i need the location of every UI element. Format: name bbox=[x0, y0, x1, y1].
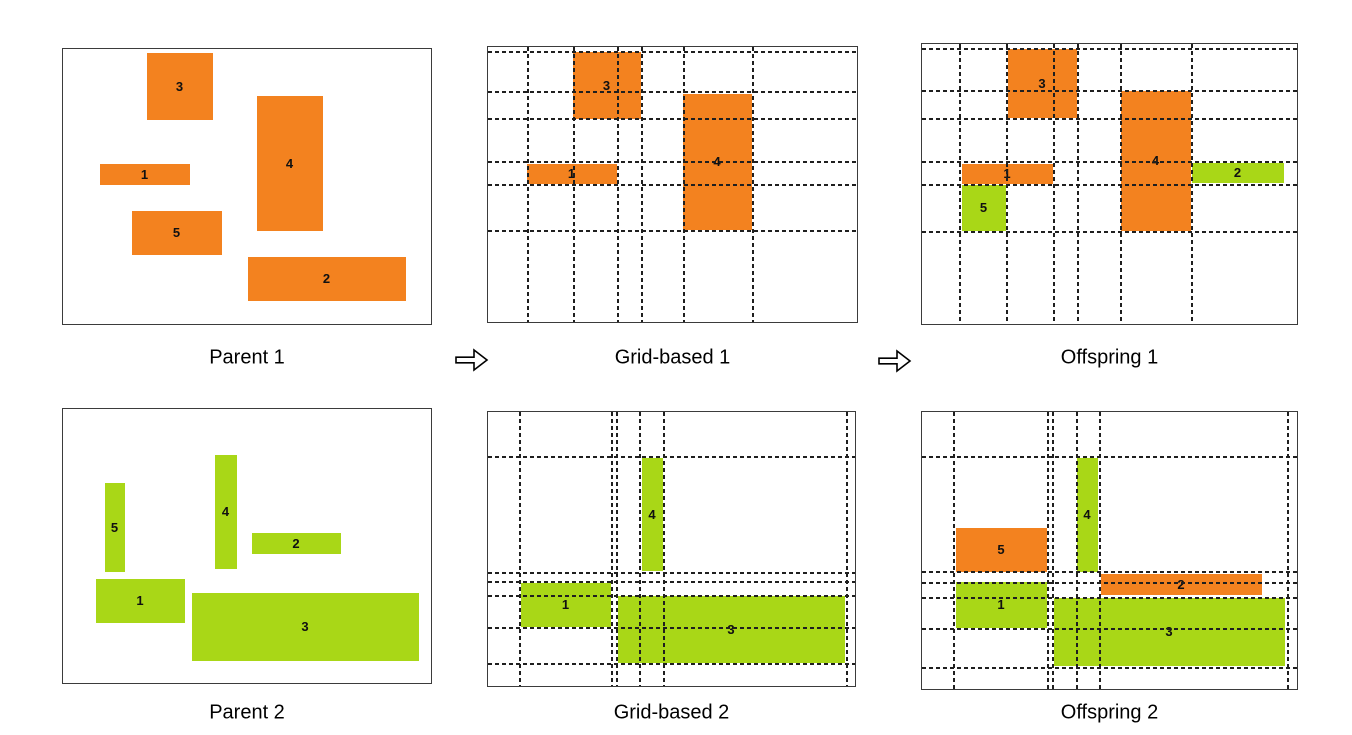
rect-4: 4 bbox=[256, 95, 323, 231]
double-arrow-icon bbox=[878, 349, 912, 373]
rect-1: 1 bbox=[955, 581, 1047, 628]
grid-line-vertical bbox=[638, 412, 641, 686]
grid-line-horizontal bbox=[488, 662, 855, 665]
offspring-2-panel: 5 4 2 1 3 bbox=[921, 411, 1298, 690]
rect-2: 2 bbox=[247, 256, 406, 301]
grid-line-horizontal bbox=[488, 455, 855, 458]
caption-grid-based-1: Grid-based 1 bbox=[614, 346, 731, 369]
rect-1: 1 bbox=[95, 578, 185, 623]
grid-based-1-panel: 341 bbox=[487, 46, 858, 323]
grid-line-vertical bbox=[1051, 412, 1054, 689]
rect-2: 2 bbox=[1100, 573, 1262, 595]
parent-1-panel: 3 4 1 5 2 bbox=[62, 48, 432, 325]
rect-5: 5 bbox=[955, 527, 1047, 572]
grid-line-horizontal bbox=[488, 626, 855, 629]
grid-line-horizontal bbox=[922, 455, 1297, 458]
grid-line-horizontal bbox=[488, 571, 855, 574]
rect-label: 4 bbox=[648, 506, 656, 522]
rect-5: 5 bbox=[104, 482, 125, 572]
parent-2-panel: 5 4 2 1 3 bbox=[62, 408, 432, 684]
grid-line-horizontal bbox=[488, 90, 857, 93]
grid-line-vertical bbox=[952, 412, 955, 689]
grid-line-horizontal bbox=[922, 596, 1297, 599]
grid-line-horizontal bbox=[922, 47, 1297, 50]
rect-3: 3 bbox=[617, 595, 845, 663]
rect-label: 2 bbox=[322, 271, 331, 286]
grid-line-vertical bbox=[610, 412, 613, 686]
grid-line-vertical bbox=[1046, 412, 1049, 689]
grid-line-horizontal bbox=[922, 117, 1297, 120]
grid-line-horizontal bbox=[488, 580, 855, 583]
rect-label: 1 bbox=[567, 166, 576, 181]
rect-label: 5 bbox=[110, 519, 119, 535]
rect-label: 5 bbox=[997, 542, 1005, 557]
grid-line-horizontal bbox=[922, 570, 1297, 573]
rect-label: 2 bbox=[1233, 165, 1242, 180]
grid-line-horizontal bbox=[922, 183, 1297, 186]
double-arrow-icon bbox=[455, 348, 489, 372]
rect-label: 1 bbox=[997, 597, 1005, 612]
rect-3: 3 bbox=[146, 52, 213, 120]
caption-parent-2: Parent 2 bbox=[209, 701, 285, 724]
grid-line-vertical bbox=[1075, 412, 1078, 689]
rect-label: 3 bbox=[1165, 624, 1173, 639]
rect-label: 4 bbox=[221, 504, 230, 519]
rect-label: 3 bbox=[301, 619, 309, 634]
rect-label: 3 bbox=[1038, 75, 1046, 91]
grid-line-horizontal bbox=[922, 627, 1297, 630]
grid-line-vertical bbox=[845, 412, 848, 686]
caption-offspring-2: Offspring 2 bbox=[1060, 701, 1159, 724]
rect-1: 1 bbox=[99, 163, 190, 185]
rect-label: 1 bbox=[136, 593, 144, 608]
grid-based-2-panel: 4 1 3 bbox=[487, 411, 856, 687]
rect-label: 1 bbox=[561, 597, 570, 612]
grid-line-horizontal bbox=[922, 160, 1297, 163]
rect-label: 2 bbox=[292, 535, 300, 551]
rect-4: 4 bbox=[1076, 457, 1098, 572]
grid-line-vertical bbox=[1286, 412, 1289, 689]
rect-4: 4 bbox=[214, 454, 237, 569]
grid-line-vertical bbox=[615, 412, 618, 686]
rect-label: 3 bbox=[602, 77, 611, 93]
grid-line-horizontal bbox=[488, 594, 855, 597]
grid-line-vertical bbox=[662, 412, 665, 686]
grid-line-horizontal bbox=[488, 117, 857, 120]
offspring-1-panel: 34125 bbox=[921, 43, 1298, 325]
rect-label: 4 bbox=[285, 155, 294, 171]
rect-4: 4 bbox=[641, 457, 663, 571]
caption-offspring-1: Offspring 1 bbox=[1060, 346, 1159, 369]
grid-line-vertical bbox=[1098, 412, 1101, 689]
rect-1: 1 bbox=[526, 163, 617, 184]
rect-5: 5 bbox=[131, 210, 222, 255]
rect-label: 3 bbox=[175, 78, 184, 94]
rect-2: 2 bbox=[1191, 162, 1284, 183]
rect-label: 5 bbox=[979, 200, 988, 215]
grid-line-horizontal bbox=[488, 183, 857, 186]
rect-5: 5 bbox=[961, 184, 1006, 231]
rect-3: 3 bbox=[572, 51, 641, 119]
rect-3: 3 bbox=[191, 592, 419, 661]
caption-grid-based-2: Grid-based 2 bbox=[613, 701, 730, 724]
grid-line-horizontal bbox=[922, 230, 1297, 233]
rect-label: 2 bbox=[1177, 576, 1185, 592]
rect-label: 4 bbox=[1083, 507, 1091, 522]
rect-label: 1 bbox=[140, 166, 149, 182]
caption-parent-1: Parent 1 bbox=[209, 346, 285, 369]
rect-label: 3 bbox=[727, 621, 735, 637]
rect-3: 3 bbox=[1007, 48, 1077, 118]
grid-line-horizontal bbox=[922, 89, 1297, 92]
grid-line-horizontal bbox=[488, 229, 857, 232]
rect-label: 5 bbox=[172, 225, 181, 240]
rect-2: 2 bbox=[251, 532, 341, 554]
grid-line-horizontal bbox=[922, 581, 1297, 584]
rect-1: 1 bbox=[520, 582, 611, 627]
grid-line-horizontal bbox=[488, 50, 857, 53]
grid-line-horizontal bbox=[488, 160, 857, 163]
grid-line-horizontal bbox=[922, 666, 1297, 669]
grid-line-vertical bbox=[518, 412, 521, 686]
rect-3: 3 bbox=[1053, 597, 1285, 666]
